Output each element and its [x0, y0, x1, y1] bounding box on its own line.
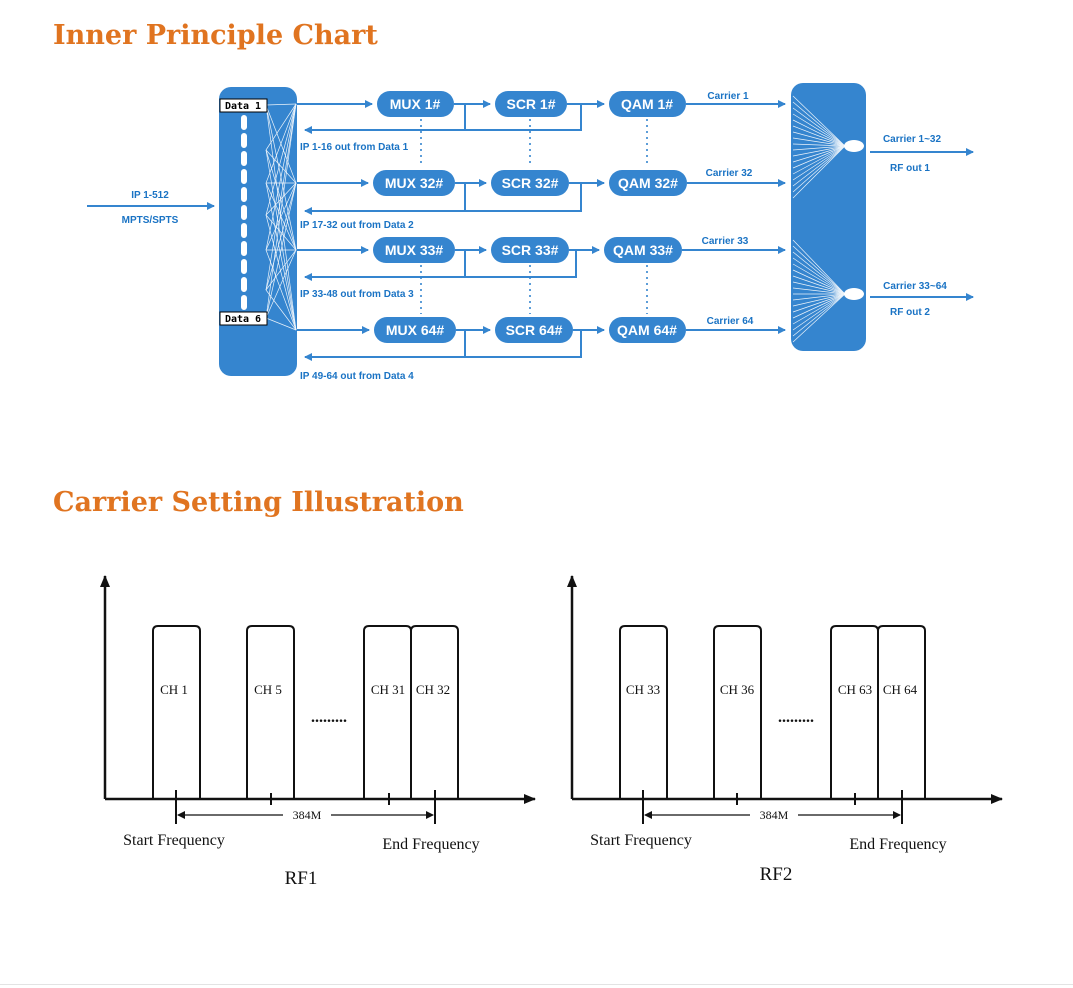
qam-1-label: QAM 1# — [621, 96, 673, 112]
rf2-end-frequency: End Frequency — [849, 836, 946, 853]
mux-64-label: MUX 64# — [386, 322, 445, 338]
rf1-label: RF1 — [285, 868, 318, 889]
output-1-carriers: Carrier 1~32 — [883, 134, 942, 145]
qam-64-label: QAM 64# — [617, 322, 677, 338]
ip-out-4-label: IP 49-64 out from Data 4 — [300, 371, 414, 382]
ip-out-1-label: IP 1-16 out from Data 1 — [300, 142, 409, 153]
scr-33-label: SCR 33# — [502, 242, 559, 258]
chain-row-1: MUX 1# SCR 1# QAM 1# Carrier 1 IP 1-16 o… — [297, 91, 786, 153]
combiner-block — [791, 83, 866, 351]
rf1-channel-3 — [363, 625, 412, 799]
rf1-channel-1 — [152, 625, 201, 799]
scr-64-pill — [495, 317, 573, 343]
rf1-channel-2 — [246, 625, 295, 799]
rf1-end-frequency: End Frequency — [382, 836, 479, 853]
rf1-channel-4-label: CH 32 — [416, 682, 450, 697]
qam-64-pill — [609, 317, 686, 343]
chain-row-2: MUX 32# SCR 32# QAM 32# Carrier 32 IP 17… — [297, 168, 786, 231]
rf1-channel-1-label: CH 1 — [160, 682, 188, 697]
ip-out-3-label: IP 33-48 out from Data 3 — [300, 289, 414, 300]
dotted-connectors — [420, 119, 648, 314]
chain-row-3: MUX 33# SCR 33# QAM 33# Carrier 33 IP 33… — [297, 236, 786, 300]
mux-33-pill — [373, 237, 455, 263]
rf1-channel-4 — [410, 625, 459, 799]
scr-32-pill — [491, 170, 569, 196]
rf2-channel-1 — [619, 625, 668, 799]
rf2-channel-3 — [830, 625, 879, 799]
rf2-channel-3-label: CH 63 — [838, 682, 872, 697]
rf2-channel-4 — [877, 625, 926, 799]
scr-64-label: SCR 64# — [506, 322, 563, 338]
rf2-channel-4-label: CH 64 — [883, 682, 918, 697]
mux-1-label: MUX 1# — [390, 96, 441, 112]
chain-row-4: MUX 64# SCR 64# QAM 64# Carrier 64 IP 49… — [297, 316, 786, 382]
scr-33-pill — [491, 237, 569, 263]
rf2-channel-2-label: CH 36 — [720, 682, 755, 697]
mux-33-label: MUX 33# — [385, 242, 444, 258]
mux-1-pill — [377, 91, 454, 117]
output-1-rf: RF out 1 — [890, 163, 930, 174]
rf2-ellipsis: ......... — [778, 709, 814, 726]
footer-divider — [0, 984, 1073, 985]
inner-principle-chart: IP 1-512 MPTS/SPTS Data 1 Data 6 Carrier… — [87, 83, 974, 382]
data-6-label: Data 6 — [225, 314, 261, 325]
data-1-label: Data 1 — [225, 101, 261, 112]
combiner-node-1 — [844, 140, 864, 152]
mux-32-pill — [373, 170, 455, 196]
rf2-channel-2 — [713, 625, 762, 799]
ip-out-2-label: IP 17-32 out from Data 2 — [300, 220, 414, 231]
scr-1-pill — [495, 91, 567, 117]
rf1-illustration: CH 1 CH 5 ......... CH 31 CH 32 384M Sta… — [100, 575, 536, 889]
rf2-label: RF2 — [760, 864, 793, 885]
qam-1-pill — [609, 91, 686, 117]
rf1-ellipsis: ......... — [311, 709, 347, 726]
input-label-ip: IP 1-512 — [131, 190, 169, 201]
combiner-node-2 — [844, 288, 864, 300]
qam-32-label: QAM 32# — [618, 175, 678, 191]
rf1-channel-2-label: CH 5 — [254, 682, 282, 697]
output-2-carriers: Carrier 33~64 — [883, 281, 947, 292]
rf2-channel-1-label: CH 33 — [626, 682, 660, 697]
carrier-1-label: Carrier 1 — [707, 91, 749, 102]
inner-principle-title: Inner Principle Chart — [53, 20, 378, 51]
qam-33-pill — [604, 237, 682, 263]
mux-32-label: MUX 32# — [385, 175, 444, 191]
output-2-rf: RF out 2 — [890, 307, 930, 318]
carrier-32-label: Carrier 32 — [706, 168, 753, 179]
data-1-box — [219, 98, 268, 113]
rf1-start-frequency: Start Frequency — [123, 832, 225, 849]
scr-32-label: SCR 32# — [502, 175, 559, 191]
rf1-span-label: 384M — [293, 808, 322, 822]
mux-64-pill — [374, 317, 456, 343]
rf2-illustration: CH 33 CH 36 ......... CH 63 CH 64 384M S… — [567, 575, 1003, 885]
rf2-start-frequency: Start Frequency — [590, 832, 692, 849]
input-label-type: MPTS/SPTS — [122, 215, 179, 226]
scr-1-label: SCR 1# — [506, 96, 555, 112]
carrier-64-label: Carrier 64 — [707, 316, 754, 327]
rf2-span-label: 384M — [760, 808, 789, 822]
qam-32-pill — [609, 170, 687, 196]
carrier-setting-title: Carrier Setting Illustration — [53, 487, 464, 518]
qam-33-label: QAM 33# — [613, 242, 673, 258]
data-6-box — [219, 311, 268, 326]
rf1-channel-3-label: CH 31 — [371, 682, 405, 697]
carrier-33-label: Carrier 33 — [702, 236, 749, 247]
